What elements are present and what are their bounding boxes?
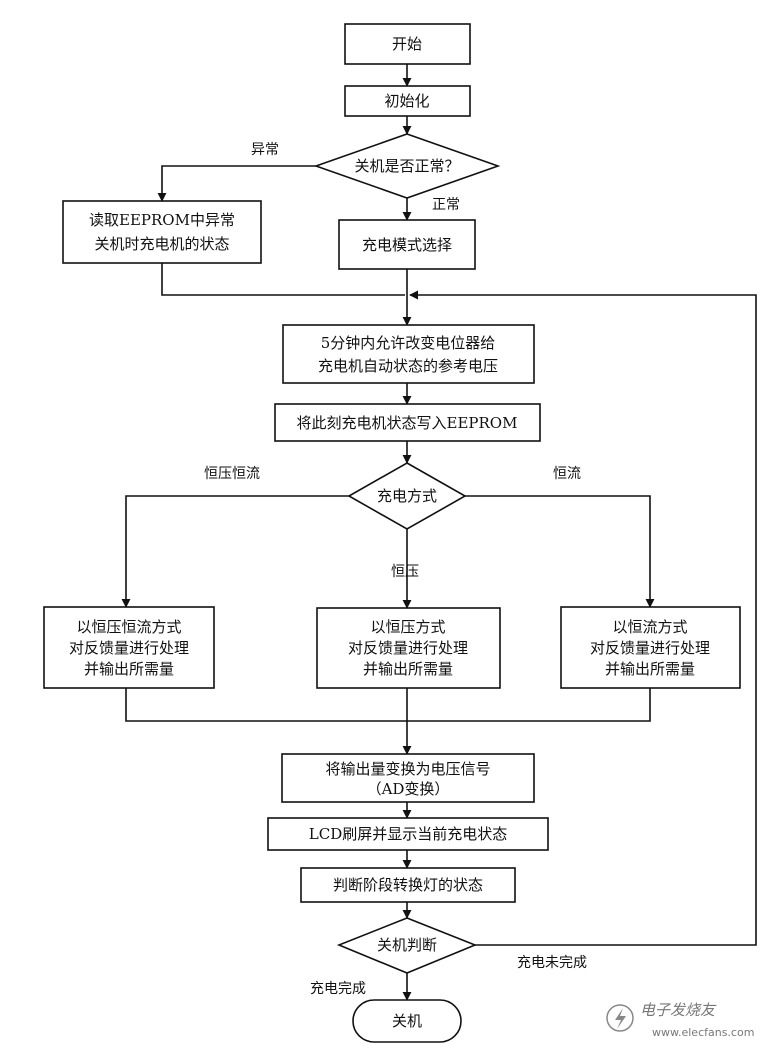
node-cvcc-line2: 对反馈量进行处理 bbox=[69, 639, 189, 657]
node-cvcc-line3: 并输出所需量 bbox=[84, 660, 174, 678]
node-check-shutdown: 关机是否正常？ bbox=[313, 133, 501, 199]
node-check-shutdown-label: 关机是否正常？ bbox=[354, 157, 459, 175]
node-cc-line3: 并输出所需量 bbox=[605, 660, 695, 678]
node-cc-line2: 对反馈量进行处理 bbox=[590, 639, 710, 657]
node-ad-line1: 将输出量变换为电压信号 bbox=[325, 760, 490, 778]
node-cc-process: 以恒流方式 对反馈量进行处理 并输出所需量 bbox=[560, 606, 741, 689]
node-charge-method-label: 充电方式 bbox=[377, 487, 437, 505]
node-cvcc-process: 以恒压恒流方式 对反馈量进行处理 并输出所需量 bbox=[43, 606, 215, 689]
node-lcd-label: LCD刷屏并显示当前充电状态 bbox=[309, 825, 507, 843]
node-write-eeprom-label: 将此刻充电机状态写入EEPROM bbox=[297, 414, 518, 432]
connectors bbox=[121, 64, 757, 1001]
watermark-bolt-icon bbox=[615, 1008, 626, 1029]
node-mode-select: 充电模式选择 bbox=[338, 219, 476, 270]
node-cv-process: 以恒压方式 对反馈量进行处理 并输出所需量 bbox=[316, 607, 501, 689]
edge-cvcc-merge bbox=[125, 688, 407, 722]
watermark: 电子发烧友 www.elecfans.com bbox=[606, 1001, 754, 1039]
edge-labels: 异常 正常 恒压恒流 恒压 恒流 充电未完成 充电完成 bbox=[204, 142, 587, 997]
node-read-eeprom-line2: 关机时充电机的状态 bbox=[94, 235, 229, 253]
node-ad-convert: 将输出量变换为电压信号 （AD变换） bbox=[281, 753, 535, 803]
label-cc: 恒流 bbox=[553, 466, 581, 482]
label-complete: 充电完成 bbox=[310, 981, 366, 997]
node-shutdown: 关机 bbox=[352, 999, 462, 1043]
edge-cc-merge bbox=[407, 688, 651, 722]
label-normal: 正常 bbox=[432, 197, 460, 213]
node-init: 初始化 bbox=[344, 85, 471, 117]
node-shutdown-judge-label: 关机判断 bbox=[377, 936, 437, 954]
edge-method-cvcc bbox=[121, 495, 349, 608]
edge-method-cc bbox=[465, 495, 655, 608]
node-cv-line1: 以恒压方式 bbox=[370, 618, 445, 636]
node-adjust-pot: 5分钟内允许改变电位器给 充电机自动状态的参考电压 bbox=[282, 324, 535, 384]
node-init-label: 初始化 bbox=[384, 92, 429, 110]
node-adjust-pot-line1: 5分钟内允许改变电位器给 bbox=[321, 334, 496, 352]
edge-check-abnormal bbox=[157, 165, 316, 202]
node-ad-line2: （AD变换） bbox=[367, 780, 450, 798]
watermark-site-url: www.elecfans.com bbox=[652, 1026, 754, 1039]
node-stage-lamp-label: 判断阶段转换灯的状态 bbox=[333, 876, 483, 894]
edge-read-merge bbox=[161, 263, 405, 296]
node-read-eeprom: 读取EEPROM中异常 关机时充电机的状态 bbox=[62, 200, 262, 264]
label-cv: 恒压 bbox=[391, 564, 419, 580]
label-abnormal: 异常 bbox=[251, 142, 279, 158]
node-start-label: 开始 bbox=[392, 35, 422, 53]
node-shutdown-label: 关机 bbox=[392, 1012, 422, 1030]
node-start: 开始 bbox=[344, 23, 471, 65]
node-cv-line3: 并输出所需量 bbox=[363, 660, 453, 678]
node-charge-method: 充电方式 bbox=[347, 462, 467, 530]
node-write-eeprom: 将此刻充电机状态写入EEPROM bbox=[274, 403, 541, 442]
watermark-site-name: 电子发烧友 bbox=[640, 1001, 717, 1019]
label-cvcc: 恒压恒流 bbox=[204, 466, 260, 482]
node-stage-lamp: 判断阶段转换灯的状态 bbox=[300, 867, 516, 903]
watermark-logo-icon bbox=[606, 1004, 634, 1032]
node-mode-select-label: 充电模式选择 bbox=[362, 236, 452, 254]
node-cv-line2: 对反馈量进行处理 bbox=[348, 639, 468, 657]
node-shutdown-judge: 关机判断 bbox=[336, 917, 478, 974]
node-cc-line1: 以恒流方式 bbox=[612, 618, 687, 636]
node-lcd-refresh: LCD刷屏并显示当前充电状态 bbox=[267, 817, 549, 851]
node-cvcc-line1: 以恒压恒流方式 bbox=[76, 618, 181, 636]
node-adjust-pot-line2: 充电机自动状态的参考电压 bbox=[318, 357, 498, 375]
node-read-eeprom-line1: 读取EEPROM中异常 bbox=[89, 211, 235, 229]
edge-loop-back bbox=[409, 290, 757, 946]
label-not-complete: 充电未完成 bbox=[517, 955, 587, 971]
